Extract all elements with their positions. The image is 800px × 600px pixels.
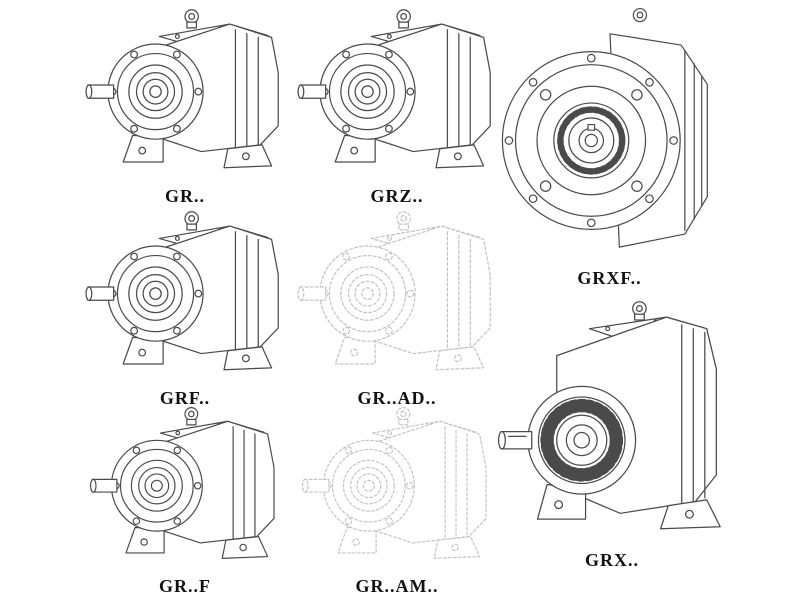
gearbox-drawing-grxf — [495, 2, 725, 264]
model-label-grf: GRF.. — [159, 388, 211, 408]
figure-grx: GRX.. — [492, 296, 732, 571]
figure-grf: GRF.. — [80, 208, 290, 409]
figure-gr: GR.. — [80, 6, 290, 207]
figure-gr-ad: GR..AD.. — [292, 208, 502, 409]
model-label-gr-ad: GR..AD.. — [357, 388, 437, 408]
gearbox-drawing-gr-ad — [297, 208, 497, 384]
figure-gr-am: GR..AM.. — [292, 404, 502, 597]
gearbox-drawing-gr-am — [297, 404, 497, 572]
gearbox-drawing-grx — [495, 296, 730, 546]
model-label-gr-f: GR..F — [159, 576, 211, 596]
figure-grxf: GRXF.. — [492, 2, 727, 289]
model-label-gr: GR.. — [165, 186, 205, 206]
model-label-grxf: GRXF.. — [577, 268, 642, 288]
gearbox-drawing-grf — [85, 208, 285, 384]
model-label-grz: GRZ.. — [370, 186, 424, 206]
gearbox-drawing-gr-f — [85, 404, 285, 572]
figure-grz: GRZ.. — [292, 6, 502, 207]
model-label-grx: GRX.. — [585, 550, 639, 570]
model-label-gr-am: GR..AM.. — [355, 576, 439, 596]
figure-gr-f: GR..F — [80, 404, 290, 597]
gearbox-drawing-gr — [85, 6, 285, 182]
gearbox-drawing-grz — [297, 6, 497, 182]
